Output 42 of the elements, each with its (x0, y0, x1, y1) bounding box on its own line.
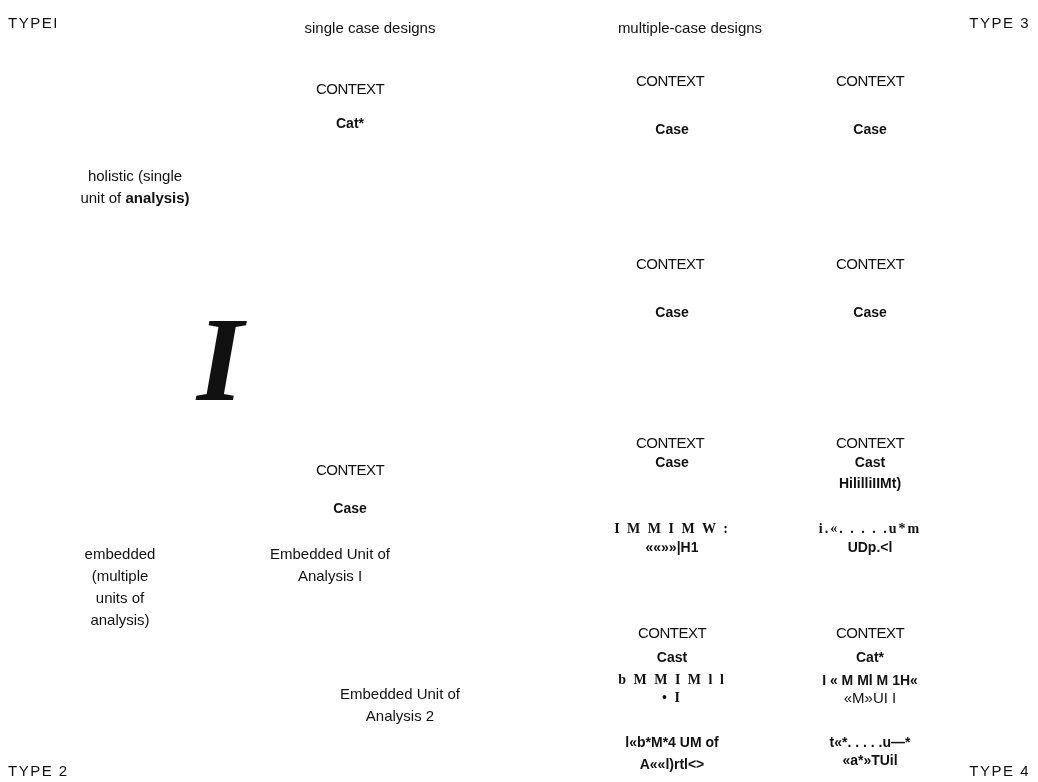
context-label: CONTEXT (835, 623, 905, 643)
unit-label: UDp.<l (847, 538, 893, 557)
row-heading: embedded (multiple units of analysis) (83, 544, 157, 630)
case-label: Cast (656, 648, 688, 667)
context-label: CONTEXT (835, 254, 905, 274)
unit-label: Embedded Unit of Analysis 2 (338, 684, 462, 726)
unit-label: HililliIIMt) (838, 474, 902, 493)
column-heading: single case designs (304, 18, 436, 38)
case-label: Case (655, 453, 689, 472)
context-label: CONTEXT (315, 460, 385, 480)
case-label: Case (655, 303, 689, 322)
case-label: Case (853, 303, 887, 322)
context-label: CONTEXT (835, 71, 905, 91)
unit-label: i.«. . . . .u*m (818, 520, 922, 538)
context-label: CONTEXT (637, 623, 707, 643)
unit-label: t«*. . . . .u—* (829, 733, 911, 752)
case-label: Cast (854, 453, 886, 472)
type-label: TYPE 3 (969, 13, 1030, 33)
context-label: CONTEXT (835, 433, 905, 453)
unit-label: ««»»|H1 (645, 538, 699, 557)
unit-label: I M M I M W : (614, 520, 730, 538)
unit-label: I « M Ml M 1H« (822, 671, 918, 690)
column-heading: multiple-case designs (617, 18, 763, 38)
context-label: CONTEXT (635, 71, 705, 91)
case-label: Case (853, 120, 887, 139)
row-heading: holistic (single unit of analysis) (79, 166, 191, 208)
context-label: CONTEXT (315, 79, 385, 99)
unit-label: b M M I M l l (618, 671, 726, 689)
case-label: Case (333, 499, 367, 518)
case-label: Cat* (336, 114, 364, 133)
context-label: CONTEXT (635, 254, 705, 274)
unit-label: «a*»TUil (842, 751, 898, 770)
unit-label: l«b*M*4 UM of A««l)rtl<> (624, 733, 720, 774)
unit-label: «M»UI I (843, 688, 897, 708)
type-label: TYPE 2 (8, 761, 69, 781)
case-label: Case (655, 120, 689, 139)
unit-label: Embedded Unit of Analysis I (268, 544, 392, 586)
case-label: Cat* (856, 648, 884, 667)
type-label: TYPEI (8, 13, 59, 33)
type-label: TYPE 4 (969, 761, 1030, 781)
unit-label: • I (662, 689, 682, 707)
context-label: CONTEXT (635, 433, 705, 453)
